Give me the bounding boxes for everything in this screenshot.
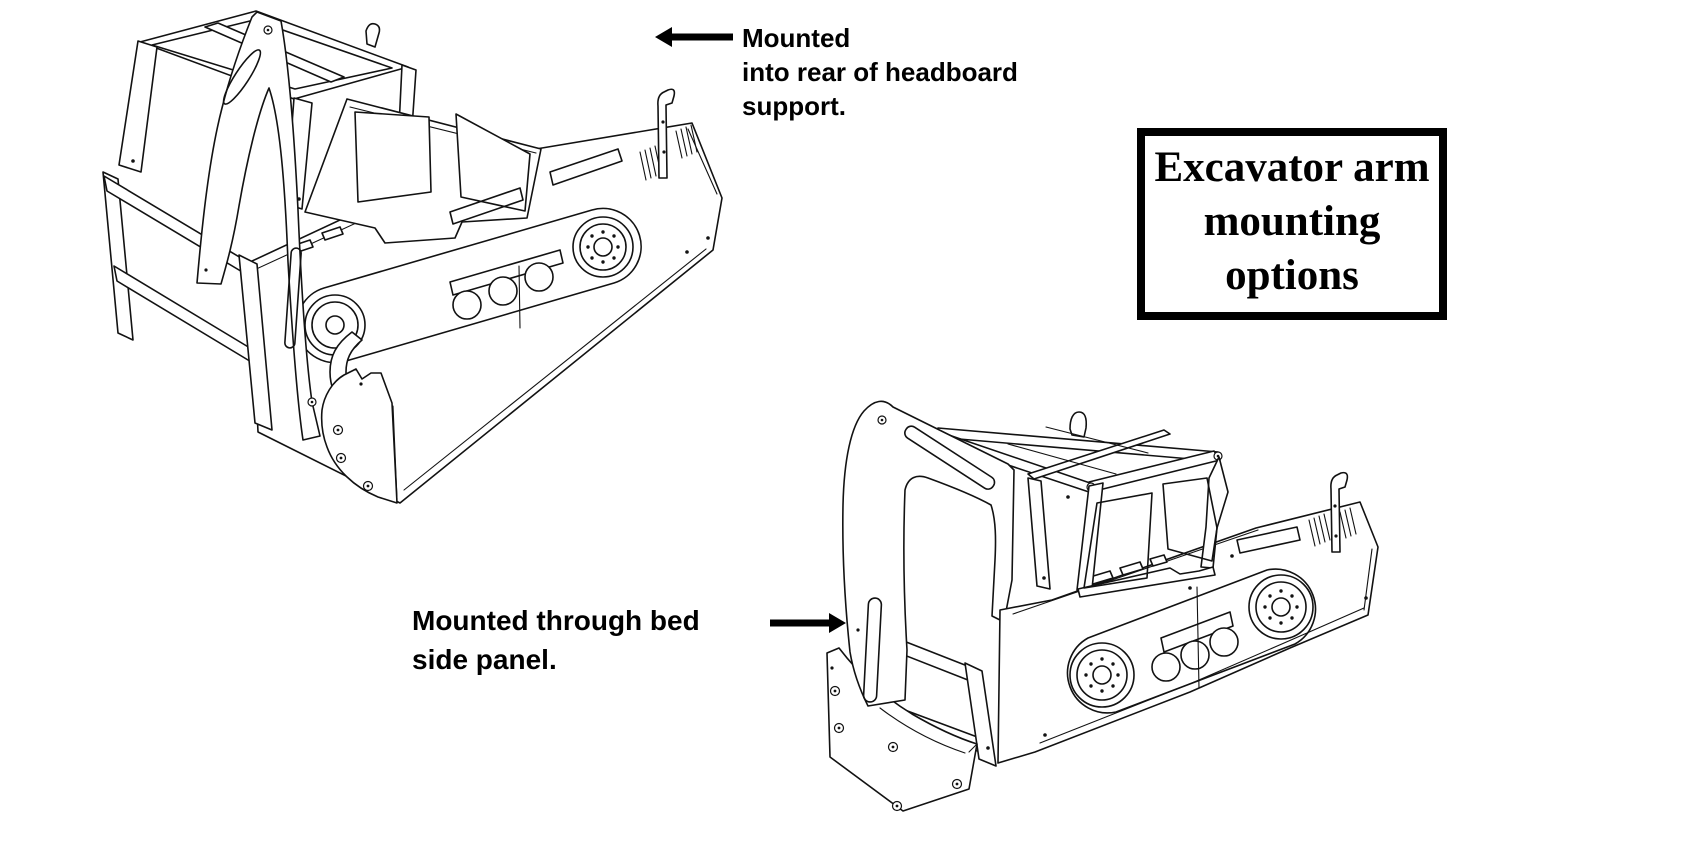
- annotation-line: into rear of headboard: [742, 57, 1018, 87]
- arrow-right-icon: [770, 613, 846, 633]
- roller: [452, 290, 482, 320]
- title-line: Excavator arm: [1154, 144, 1430, 191]
- front-drive-wheel: [1248, 574, 1314, 640]
- roller: [1180, 640, 1210, 670]
- cab-window: [1162, 477, 1218, 562]
- annotation-line: Mounted through bed: [412, 605, 700, 636]
- bed-corner-post: [238, 254, 273, 431]
- cab: [1066, 456, 1229, 598]
- decal-slot: [449, 187, 524, 225]
- track-bar: [1160, 611, 1234, 653]
- annotation-side-panel-mount: Mounted through bed side panel.: [412, 601, 700, 679]
- annotation-line: Mounted: [742, 23, 851, 53]
- track-and-wheels: [296, 207, 642, 364]
- decal-slot: [1236, 526, 1301, 554]
- panel-details: [1236, 471, 1357, 554]
- title-box: Excavator arm mounting options: [1137, 128, 1447, 320]
- roller: [488, 276, 518, 306]
- roller: [524, 262, 554, 292]
- title-line: mounting: [1203, 198, 1381, 245]
- roller: [1209, 627, 1239, 657]
- cab: [304, 98, 542, 244]
- bucket: [320, 368, 398, 504]
- arrow-left-icon: [655, 27, 733, 47]
- frame-hook-icon: [1069, 411, 1088, 438]
- panel-details: [449, 88, 698, 225]
- track-and-wheels: [1066, 568, 1317, 714]
- cab-window: [455, 113, 531, 212]
- roller: [1151, 652, 1181, 682]
- exhaust-pipe-icon: [1330, 471, 1349, 553]
- excavator-arm: [842, 400, 1015, 707]
- annotation-line: support.: [742, 91, 846, 121]
- vent-grille-icon: [675, 124, 698, 159]
- annotation-headboard-mount: Mounted into rear of headboard support.: [742, 21, 1018, 123]
- rear-drive-wheel: [1069, 642, 1135, 708]
- decal-slot: [549, 148, 623, 186]
- cab-window: [1083, 492, 1153, 589]
- vent-grille-icon: [1339, 507, 1357, 539]
- frame-hook-icon: [365, 22, 381, 48]
- title-line: options: [1225, 252, 1359, 299]
- exhaust-pipe-icon: [657, 88, 676, 179]
- vent-grille-icon: [1308, 513, 1331, 547]
- track-bar: [449, 249, 564, 296]
- annotation-line: side panel.: [412, 644, 557, 675]
- cab-window: [354, 111, 432, 203]
- front-drive-wheel: [572, 216, 634, 278]
- excavator-arm: [196, 11, 321, 441]
